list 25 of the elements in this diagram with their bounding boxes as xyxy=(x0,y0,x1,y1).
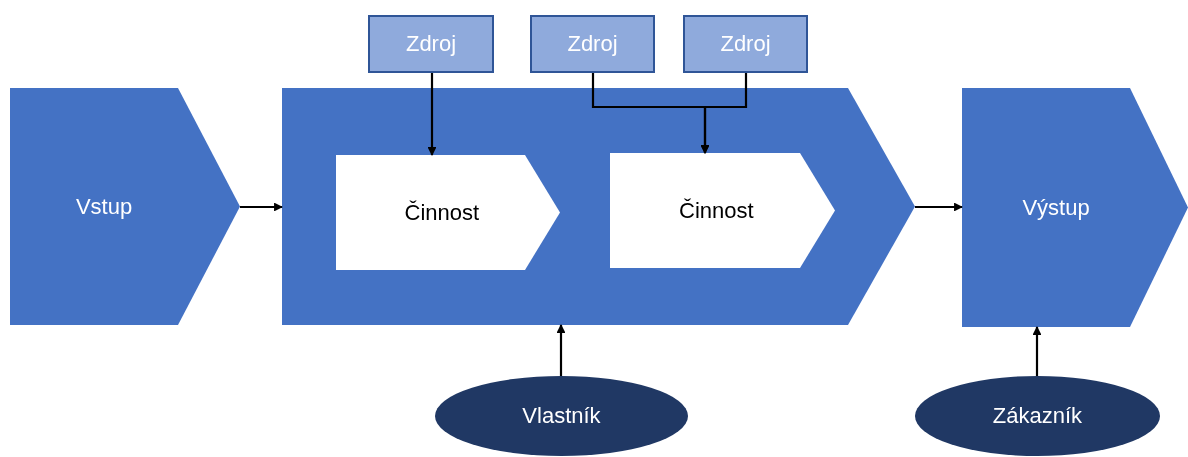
node-label: Činnost xyxy=(678,196,755,225)
process-chevron xyxy=(282,88,915,325)
node-label: Výstup xyxy=(1021,193,1091,222)
node-label: Vlastník xyxy=(521,402,602,430)
resource-box xyxy=(530,15,655,73)
arrow xyxy=(915,202,963,212)
arrow xyxy=(556,324,566,376)
activity-chevron xyxy=(610,153,835,268)
activity-chevron xyxy=(336,155,560,270)
output-chevron xyxy=(962,88,1188,327)
arrow xyxy=(240,202,283,212)
node-label: Činnost xyxy=(403,198,481,227)
resource-box xyxy=(683,15,808,73)
arrow xyxy=(1032,326,1042,376)
node-label: Zdroj xyxy=(404,30,458,58)
resource-box xyxy=(368,15,494,73)
customer-ellipse xyxy=(915,376,1160,456)
node-label: Zákazník xyxy=(991,402,1084,430)
node-label: Vstup xyxy=(74,192,134,221)
arrow xyxy=(700,73,748,154)
arrow xyxy=(427,73,437,156)
node-label: Zdroj xyxy=(566,30,619,58)
input-chevron xyxy=(10,88,240,325)
node-label: Zdroj xyxy=(719,30,772,58)
owner-ellipse xyxy=(435,376,688,456)
